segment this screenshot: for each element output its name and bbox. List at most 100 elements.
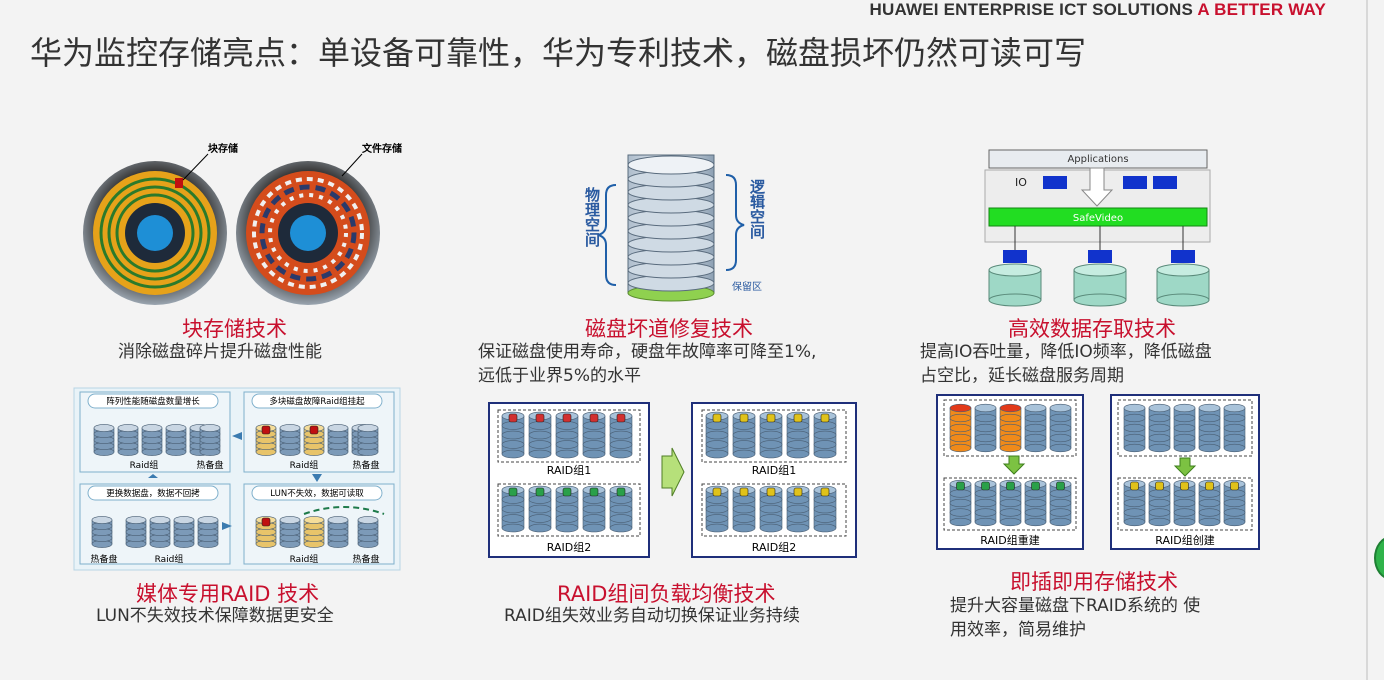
raid-group-label-3: Raid组 (155, 553, 184, 565)
io-access-desc-line1: 提高IO吞吐量，降低IO频率，降低磁盘 (920, 342, 1212, 362)
disk-icon (117, 424, 139, 456)
disk-icon (1173, 403, 1196, 453)
bad-track-title: 磁盘坏道修复技术 (585, 317, 753, 341)
io-access-desc: 提高IO吞吐量，降低IO频率，降低磁盘 占空比，延长磁盘服务周期 (920, 340, 1212, 388)
disk-icon (786, 485, 810, 533)
raid-group-label-4: Raid组 (290, 553, 319, 565)
disk-icon (555, 411, 579, 459)
raid-balance-diagram: RAID组1 RAID组2 RAID组1 RAID组2 (488, 402, 857, 558)
media-raid-title: 媒体专用RAID 技术 (136, 582, 320, 606)
disk-icon (199, 424, 221, 456)
block-storage-title: 块存储技术 (182, 317, 287, 341)
disk-icon (327, 424, 349, 456)
spare-label-2: 热备盘 (352, 459, 379, 471)
disk-icon (91, 516, 113, 548)
file-storage-label: 文件存储 (362, 142, 402, 155)
disk-icon (974, 403, 997, 453)
media-raid-diagram: 阵列性能随磁盘数量增长 多块磁盘故障Raid组挂起 更换数据盘，数据不回拷 LU… (73, 387, 401, 571)
brand-accent: A BETTER WAY (1197, 0, 1326, 19)
disk-icon (141, 424, 163, 456)
balance-arrow-icon (661, 447, 685, 497)
disk-icon (1198, 403, 1221, 453)
disk-icon (197, 516, 219, 548)
io-flow-illustration: Applications IO SafeVideo (984, 149, 1211, 307)
raid-create-label: RAID组创建 (1155, 533, 1214, 547)
disk-icon (949, 479, 972, 527)
disk-icon (528, 485, 552, 533)
disk-icon (327, 516, 349, 548)
disk-icon (813, 485, 837, 533)
disk-icon (501, 411, 525, 459)
disk-icon (582, 485, 606, 533)
spare-label-1: 热备盘 (196, 459, 223, 471)
plug-play-diagram: RAID组重建 RAID组创建 (936, 394, 1260, 550)
applications-label: Applications (1067, 154, 1128, 165)
raid-box1-label: 阵列性能随磁盘数量增长 (106, 396, 200, 407)
raid-balance-disks (501, 411, 837, 533)
disk-icon (1049, 479, 1072, 527)
disk-icon (1148, 479, 1171, 527)
disk-icon (609, 485, 633, 533)
disk-icon (949, 403, 972, 453)
create-arrow-icon (1173, 457, 1197, 477)
disk-icon (357, 516, 379, 548)
io-label: IO (1015, 176, 1027, 189)
reserved-area-label: 保留区 (732, 280, 762, 293)
raid-box3-label: 更换数据盘，数据不回拷 (106, 488, 200, 499)
bad-track-desc: 保证磁盘使用寿命，硬盘年故障率可降至1%, 远低于业界5%的水平 (478, 340, 816, 388)
raid-disk-groups (91, 424, 379, 548)
raid-group-label-2: Raid组 (290, 459, 319, 471)
spare-label-3: 热备盘 (90, 553, 117, 565)
plug-play-desc-line1: 提升大容量磁盘下RAID系统的 使 (950, 596, 1201, 616)
disk-icon (1123, 479, 1146, 527)
disk-icon (173, 516, 195, 548)
raid-group-label-1: Raid组 (130, 459, 159, 471)
disk-icon (813, 411, 837, 459)
disk-icon (501, 485, 525, 533)
brand-tagline: HUAWEI ENTERPRISE ICT SOLUTIONS A BETTER… (869, 0, 1326, 20)
side-toggle-button[interactable] (1374, 536, 1384, 580)
plug-play-disks (949, 403, 1246, 527)
safevideo-label: SafeVideo (1073, 213, 1123, 224)
raid-balance-title: RAID组间负载均衡技术 (557, 582, 776, 606)
disk-icon (279, 424, 301, 456)
disk-icon (732, 411, 756, 459)
plug-play-desc: 提升大容量磁盘下RAID系统的 使 用效率，简易维护 (950, 594, 1200, 642)
raid-box2-label: 多块磁盘故障Raid组挂起 (269, 396, 365, 407)
physical-space-label: 物理空间 (583, 186, 601, 248)
disk-icon (528, 411, 552, 459)
disk-icon (125, 516, 147, 548)
disk-icon (999, 479, 1022, 527)
page-title: 华为监控存储亮点：单设备可靠性，华为专利技术，磁盘损坏仍然可读可写 (30, 34, 1087, 72)
disk-icon (1024, 479, 1047, 527)
disk-icon (759, 485, 783, 533)
disk-icon (255, 516, 277, 548)
block-storage-platter (83, 161, 227, 305)
disk-icon (705, 485, 729, 533)
raid1-label-left: RAID组1 (547, 463, 591, 477)
io-access-desc-line2: 占空比，延长磁盘服务周期 (920, 366, 1124, 386)
disk-icon (255, 424, 277, 456)
slide-edge-divider (1366, 0, 1368, 680)
raid2-label-left: RAID组2 (547, 540, 591, 554)
disk-icon (999, 403, 1022, 453)
plug-play-desc-line2: 用效率，简易维护 (950, 620, 1086, 640)
bad-track-desc-line2: 远低于业界5%的水平 (478, 366, 641, 386)
spare-label-4: 热备盘 (352, 553, 379, 565)
disk-icon (303, 424, 325, 456)
raid2-label-right: RAID组2 (752, 540, 796, 554)
media-raid-desc: LUN不失效技术保障数据更安全 (96, 606, 334, 626)
disk-icon (1198, 479, 1221, 527)
disk-icon (1173, 479, 1196, 527)
disk-icon (165, 424, 187, 456)
disk-icon (705, 411, 729, 459)
io-access-title: 高效数据存取技术 (1008, 317, 1176, 341)
disk-icon (582, 411, 606, 459)
disk-icon (1223, 403, 1246, 453)
disk-icon (303, 516, 325, 548)
plug-play-title: 即插即用存储技术 (1010, 570, 1178, 594)
disk-icon (357, 424, 379, 456)
disk-icon (279, 516, 301, 548)
disk-icon (1024, 403, 1047, 453)
brand-main: HUAWEI ENTERPRISE ICT SOLUTIONS (869, 0, 1194, 19)
